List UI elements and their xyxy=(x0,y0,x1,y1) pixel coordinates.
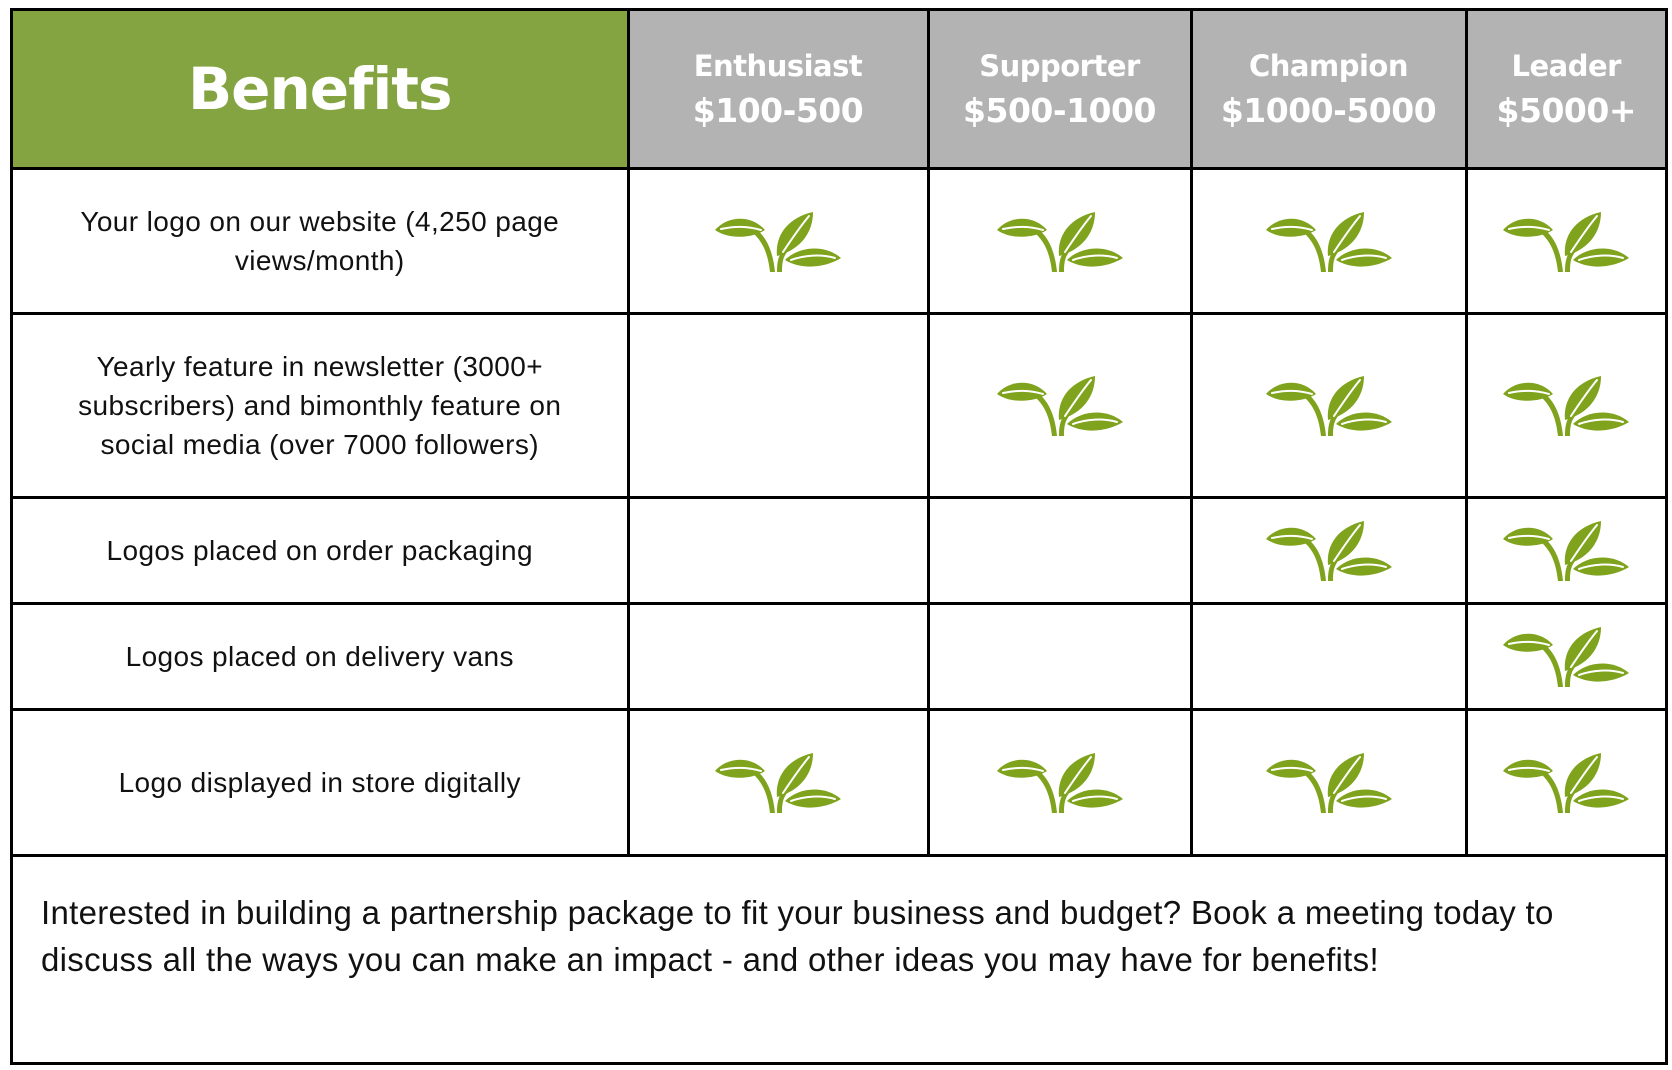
benefit-label: Your logo on our website (4,250 page vie… xyxy=(13,166,630,315)
tier-range: $500-1000 xyxy=(963,90,1156,130)
tier-cell xyxy=(926,166,1193,315)
tier-leader-header: Leader $5000+ xyxy=(1464,11,1665,170)
tier-cell xyxy=(926,707,1193,857)
tier-cell xyxy=(1464,166,1666,315)
sprout-leaf-icon xyxy=(1193,749,1465,815)
sprout-leaf-icon xyxy=(1193,208,1465,274)
table-row: Yearly feature in newsletter (3000+ subs… xyxy=(13,311,1666,499)
sprout-leaf-icon xyxy=(930,372,1190,438)
tier-cell xyxy=(926,495,1193,605)
sprout-leaf-icon xyxy=(1468,623,1666,689)
tier-supporter-header: Supporter $500-1000 xyxy=(926,11,1193,170)
table-row: Your logo on our website (4,250 page vie… xyxy=(13,166,1666,315)
tier-cell xyxy=(1464,495,1666,605)
sprout-leaf-icon xyxy=(930,749,1190,815)
table-row: Logo displayed in store digitally xyxy=(13,707,1666,857)
tier-cell xyxy=(1189,311,1468,499)
tier-range: $5000+ xyxy=(1496,90,1637,130)
tier-cell xyxy=(1464,707,1666,857)
tier-cell xyxy=(626,495,930,605)
benefit-label: Logos placed on delivery vans xyxy=(13,601,630,711)
sprout-leaf-icon xyxy=(1193,372,1465,438)
tier-name: Enthusiast xyxy=(693,48,863,83)
sprout-leaf-icon xyxy=(1468,517,1666,583)
tier-range: $100-500 xyxy=(692,90,864,130)
partnership-note: Interested in building a partnership pac… xyxy=(41,894,1554,978)
benefits-table: Benefits Enthusiast $100-500 Supporter $… xyxy=(10,8,1668,1065)
sprout-leaf-icon xyxy=(630,208,927,274)
sprout-leaf-icon xyxy=(1468,372,1666,438)
benefits-grid: Benefits Enthusiast $100-500 Supporter $… xyxy=(13,11,1665,857)
sprout-leaf-icon xyxy=(1193,517,1465,583)
tier-name: Supporter xyxy=(979,48,1140,83)
benefit-label: Logos placed on order packaging xyxy=(13,495,630,605)
tier-enthusiast-header: Enthusiast $100-500 xyxy=(626,11,930,170)
tier-name: Champion xyxy=(1249,48,1408,83)
header-row: Benefits Enthusiast $100-500 Supporter $… xyxy=(13,11,1665,170)
tier-cell xyxy=(626,707,930,857)
sprout-leaf-icon xyxy=(1468,749,1666,815)
table-row: Logos placed on delivery vans xyxy=(13,601,1666,711)
tier-cell xyxy=(1189,495,1468,605)
tier-cell xyxy=(1189,601,1468,711)
tier-cell xyxy=(1464,311,1666,499)
tier-cell xyxy=(626,601,930,711)
tier-range: $1000-5000 xyxy=(1220,90,1437,130)
sprout-leaf-icon xyxy=(930,208,1190,274)
tier-cell xyxy=(926,601,1193,711)
benefit-label: Yearly feature in newsletter (3000+ subs… xyxy=(13,311,630,499)
tier-cell xyxy=(1189,707,1468,857)
sprout-leaf-icon xyxy=(1468,208,1666,274)
benefits-heading: Benefits xyxy=(13,11,630,170)
tier-name: Leader xyxy=(1511,48,1622,83)
tier-cell xyxy=(626,311,930,499)
tier-cell xyxy=(626,166,930,315)
tier-cell xyxy=(1189,166,1468,315)
tier-cell xyxy=(1464,601,1666,711)
tier-cell xyxy=(926,311,1193,499)
table-row: Logos placed on order packaging xyxy=(13,495,1666,605)
sprout-leaf-icon xyxy=(630,749,927,815)
benefit-label: Logo displayed in store digitally xyxy=(13,707,630,857)
tier-champion-header: Champion $1000-5000 xyxy=(1189,11,1468,170)
